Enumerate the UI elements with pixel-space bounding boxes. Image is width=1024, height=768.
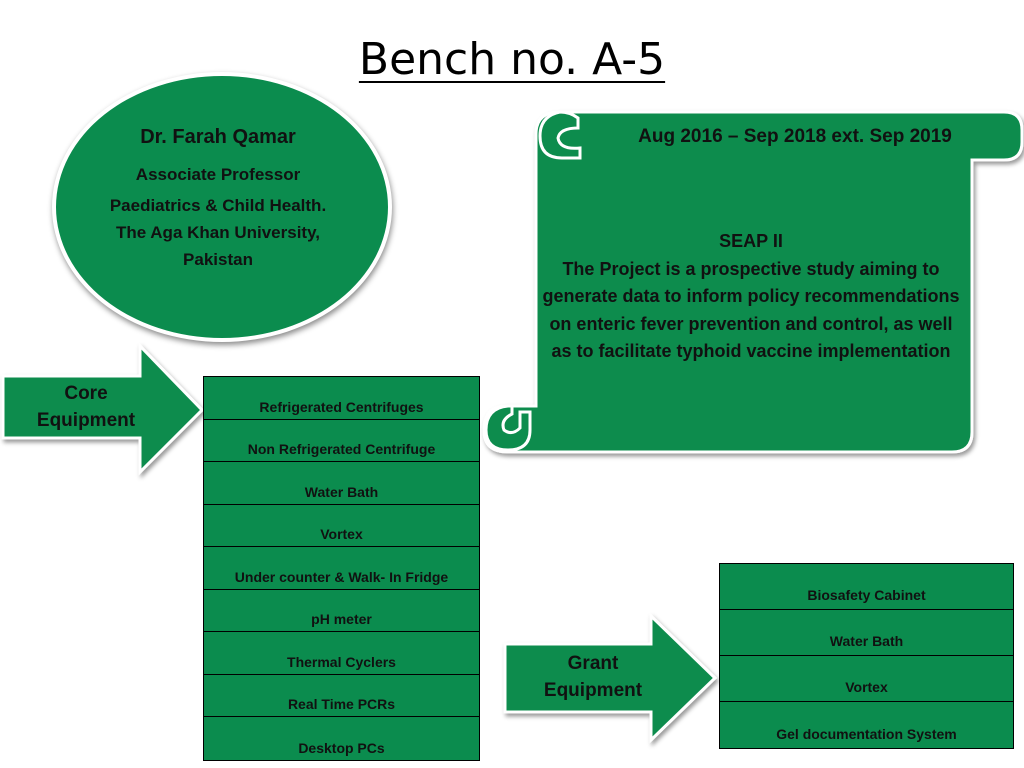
project-name: SEAP II [719, 231, 783, 251]
core-equipment-item: Non Refrigerated Centrifuge [204, 420, 479, 462]
core-equipment-item: Refrigerated Centrifuges [204, 377, 479, 420]
person-affiliation: Paediatrics & Child Health. The Aga Khan… [109, 196, 327, 269]
core-equipment-item: Under counter & Walk- In Fridge [204, 547, 479, 590]
grant-equipment-item: Biosafety Cabinet [720, 564, 1013, 610]
scroll-body-shape [482, 110, 1024, 454]
project-dates: Aug 2016 – Sep 2018 ext. Sep 2019 [638, 126, 952, 147]
core-equipment-item: Vortex [204, 505, 479, 547]
core-equipment-item: pH meter [204, 590, 479, 632]
grant-equipment-item: Water Bath [720, 610, 1013, 656]
core-equipment-table: Refrigerated Centrifuges Non Refrigerate… [203, 376, 480, 761]
grant-equipment-item: Gel documentation System [776, 726, 957, 742]
scroll-bottom-curl [484, 404, 532, 452]
project-scroll [482, 110, 1024, 454]
person-position: Associate Professor [135, 165, 301, 184]
project-text: SEAP II The Project is a prospective stu… [540, 228, 962, 366]
grant-equipment-arrow [503, 612, 718, 744]
slide-title-text: Bench no. A-5 [358, 34, 666, 85]
core-equipment-item: Thermal Cyclers [204, 632, 479, 675]
grant-equipment-table: Biosafety Cabinet Water Bath Vortex Gel … [719, 563, 1014, 749]
project-description: The Project is a prospective study aimin… [542, 258, 960, 362]
core-equipment-item: Water Bath [204, 462, 479, 505]
core-equipment-item: Real Time PCRs [204, 675, 479, 717]
grant-equipment-label: Grant Equipment [543, 653, 643, 701]
person-circle [52, 72, 392, 342]
core-equipment-label: Core Equipment [36, 383, 136, 431]
core-equipment-item: Desktop PCs [298, 739, 385, 756]
grant-equipment-item: Vortex [720, 656, 1013, 702]
slide-title: Bench no. A-5 [0, 34, 1024, 85]
core-equipment-arrow [1, 342, 205, 476]
scroll-top-curl [538, 110, 582, 160]
person-info: Dr. Farah Qamar Associate Professor Paed… [52, 126, 384, 273]
person-name: Dr. Farah Qamar [140, 126, 296, 148]
